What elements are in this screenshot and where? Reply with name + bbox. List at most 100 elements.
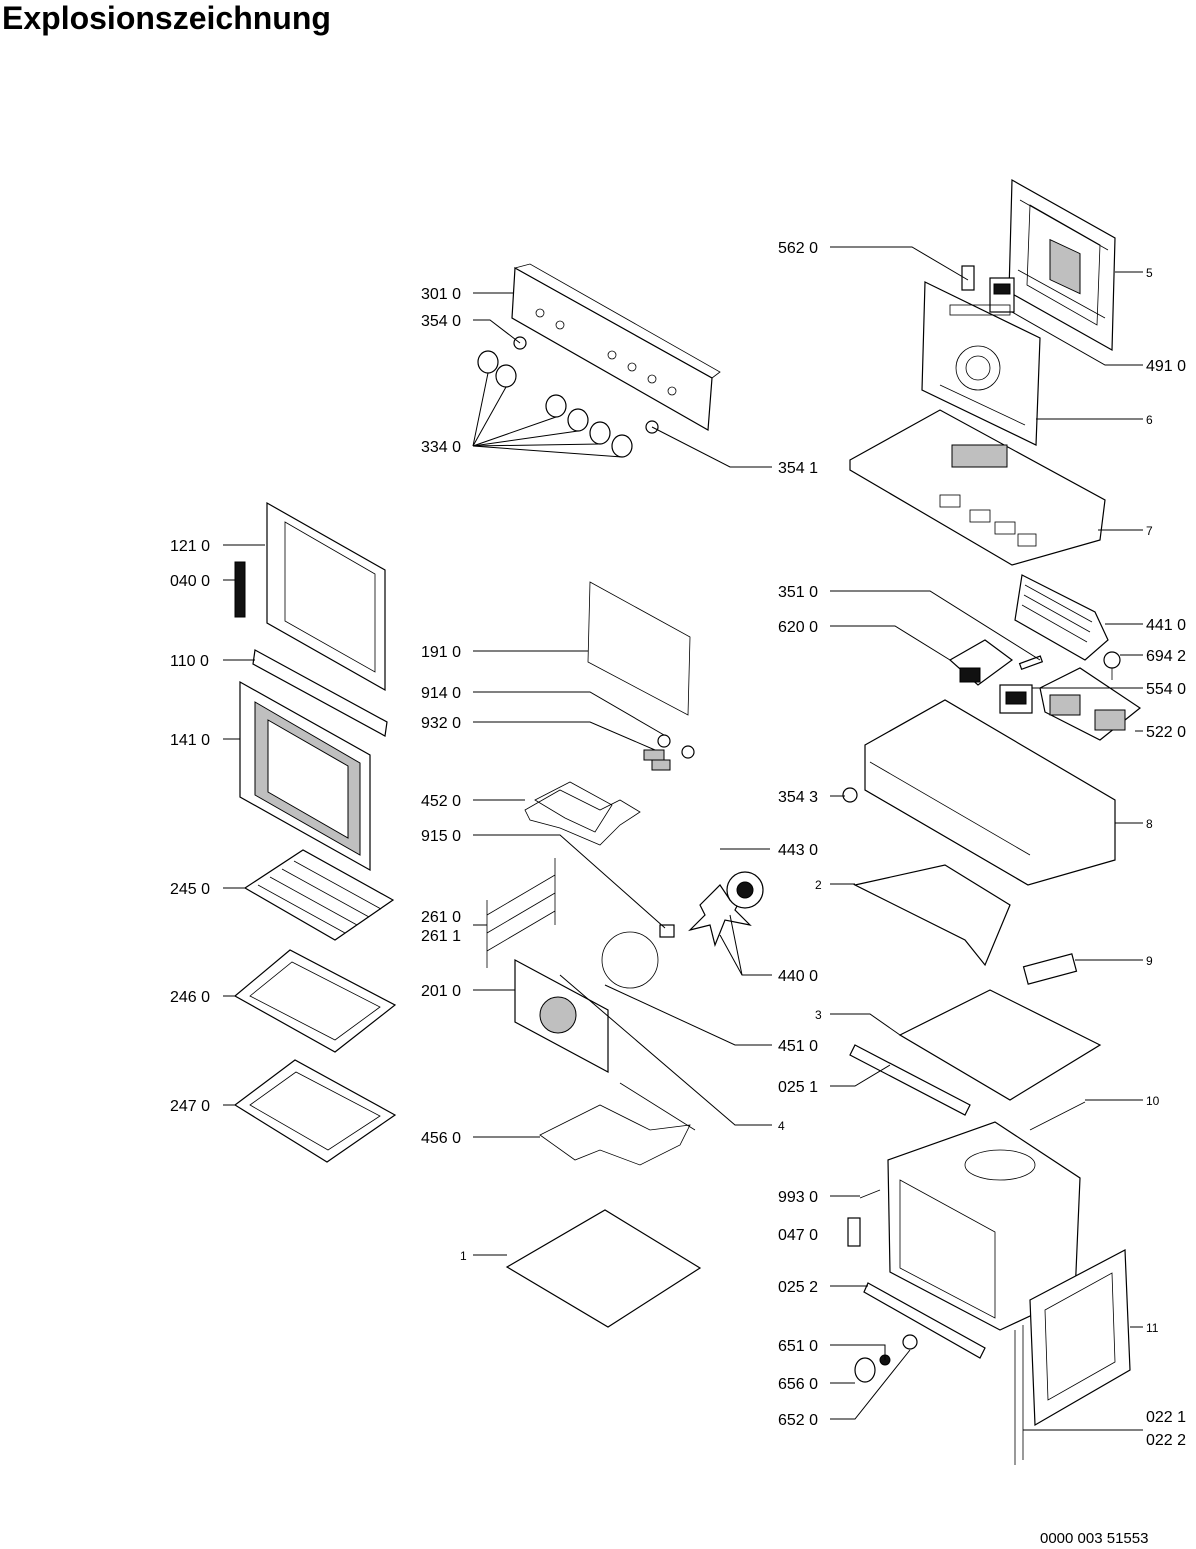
label-201-0: 201 0 <box>421 983 461 1000</box>
label-440-0: 440 0 <box>778 968 818 985</box>
part-door-trim-110 <box>252 649 388 737</box>
part-shelf-runner-261 <box>486 858 556 968</box>
part-fan-motor-491 <box>989 277 1015 313</box>
part-frame-11 <box>1029 1249 1131 1427</box>
label-2: 2 <box>815 878 822 892</box>
label-915-0: 915 0 <box>421 828 461 845</box>
label-261-0: 261 0 <box>421 909 461 926</box>
label-025-2: 025 2 <box>778 1279 818 1296</box>
label-6: 6 <box>1146 413 1153 427</box>
part-lamp-651-652-656 <box>854 1334 918 1383</box>
part-rack-245 <box>243 849 395 941</box>
part-electronics-522 <box>1039 667 1142 741</box>
label-247-0: 247 0 <box>170 1098 210 1115</box>
part-door-glass-141 <box>239 680 371 872</box>
label-261-1: 261 1 <box>421 928 461 945</box>
label-932-0: 932 0 <box>421 715 461 732</box>
part-switch-620 <box>948 639 1014 686</box>
label-354-1: 354 1 <box>778 460 818 477</box>
label-554-0: 554 0 <box>1146 681 1186 698</box>
part-fan-cover-201 <box>514 958 609 1074</box>
part-rail-025-2 <box>863 1282 986 1359</box>
part-bracket-2 <box>853 864 1011 967</box>
label-443-0: 443 0 <box>778 842 818 859</box>
part-plate-3 <box>898 989 1102 1101</box>
part-top-panel-7 <box>849 409 1106 566</box>
part-screw-993 <box>859 1189 881 1199</box>
label-10: 10 <box>1146 1094 1160 1108</box>
label-354-0: 354 0 <box>421 313 461 330</box>
label-620-0: 620 0 <box>778 619 818 636</box>
part-knobs-334 <box>477 350 633 458</box>
label-110-0: 110 0 <box>170 653 209 670</box>
label-141-0: 141 0 <box>170 732 210 749</box>
label-8: 8 <box>1146 817 1153 831</box>
part-rod-351 <box>1018 655 1044 671</box>
label-656-0: 656 0 <box>778 1376 818 1393</box>
part-button-354-3 <box>842 787 858 803</box>
part-back-wall-6 <box>921 281 1041 446</box>
document-code: 0000 003 51553 <box>1040 1530 1149 1547</box>
label-4: 4 <box>778 1119 785 1133</box>
part-heater-452 <box>524 781 641 846</box>
label-5: 5 <box>1146 266 1153 280</box>
part-labels: 562 0 5 301 0 354 0 491 0 6 334 0 354 1 … <box>170 240 1186 1449</box>
label-993-0: 993 0 <box>778 1189 818 1206</box>
label-040-0: 040 0 <box>170 573 210 590</box>
label-121-0: 121 0 <box>170 538 210 555</box>
label-694-2: 694 2 <box>1146 648 1186 665</box>
label-245-0: 245 0 <box>170 881 210 898</box>
part-control-panel-301 <box>511 263 721 431</box>
label-1: 1 <box>460 1249 467 1263</box>
part-rail-025-1 <box>849 1044 971 1116</box>
part-strip-10 <box>1029 1101 1086 1131</box>
label-351-0: 351 0 <box>778 584 818 601</box>
label-652-0: 652 0 <box>778 1412 818 1429</box>
leader-lines <box>223 246 1143 1431</box>
label-651-0: 651 0 <box>778 1338 818 1355</box>
part-hinge-040 <box>234 561 246 618</box>
diagram-title: Explosionszeichnung <box>2 0 331 36</box>
part-thermostat-694 <box>1103 651 1121 680</box>
label-452-0: 452 0 <box>421 793 461 810</box>
part-clip-047 <box>847 1217 861 1247</box>
part-ring-heater-451 <box>601 924 675 989</box>
label-334-0: 334 0 <box>421 439 461 456</box>
part-bottom-plate-1 <box>505 1209 702 1328</box>
label-456-0: 456 0 <box>421 1130 461 1147</box>
label-354-3: 354 3 <box>778 789 818 806</box>
part-tray-247 <box>233 1059 397 1163</box>
part-blower-441 <box>1014 574 1109 661</box>
label-491-0: 491 0 <box>1146 358 1186 375</box>
label-914-0: 914 0 <box>421 685 461 702</box>
label-3: 3 <box>815 1008 822 1022</box>
part-tray-246 <box>233 949 397 1053</box>
part-seal-191 <box>587 581 691 716</box>
part-switch-562 <box>961 265 975 291</box>
part-relay-554 <box>999 684 1033 714</box>
part-housing-8 <box>864 699 1116 886</box>
label-9: 9 <box>1146 954 1153 968</box>
part-rear-cover <box>1008 178 1116 352</box>
label-047-0: 047 0 <box>778 1227 818 1244</box>
part-side-rail-022 <box>1014 1325 1024 1465</box>
label-191-0: 191 0 <box>421 644 461 661</box>
part-cover-9 <box>1022 953 1078 985</box>
part-bottom-heater-456 <box>539 1082 696 1166</box>
label-562-0: 562 0 <box>778 240 818 257</box>
part-oven-cavity <box>887 1121 1081 1331</box>
label-025-1: 025 1 <box>778 1079 818 1096</box>
label-246-0: 246 0 <box>170 989 210 1006</box>
label-11: 11 <box>1146 1321 1159 1335</box>
label-441-0: 441 0 <box>1146 617 1186 634</box>
label-522-0: 522 0 <box>1146 724 1186 741</box>
label-022-2: 022 2 <box>1146 1432 1186 1449</box>
label-7: 7 <box>1146 524 1153 538</box>
label-022-1: 022 1 <box>1146 1409 1186 1426</box>
label-301-0: 301 0 <box>421 286 461 303</box>
part-door-frame-121 <box>266 501 386 692</box>
label-451-0: 451 0 <box>778 1038 818 1055</box>
part-fan-blade-440 <box>688 871 764 947</box>
part-nuts-914-932 <box>643 734 695 771</box>
